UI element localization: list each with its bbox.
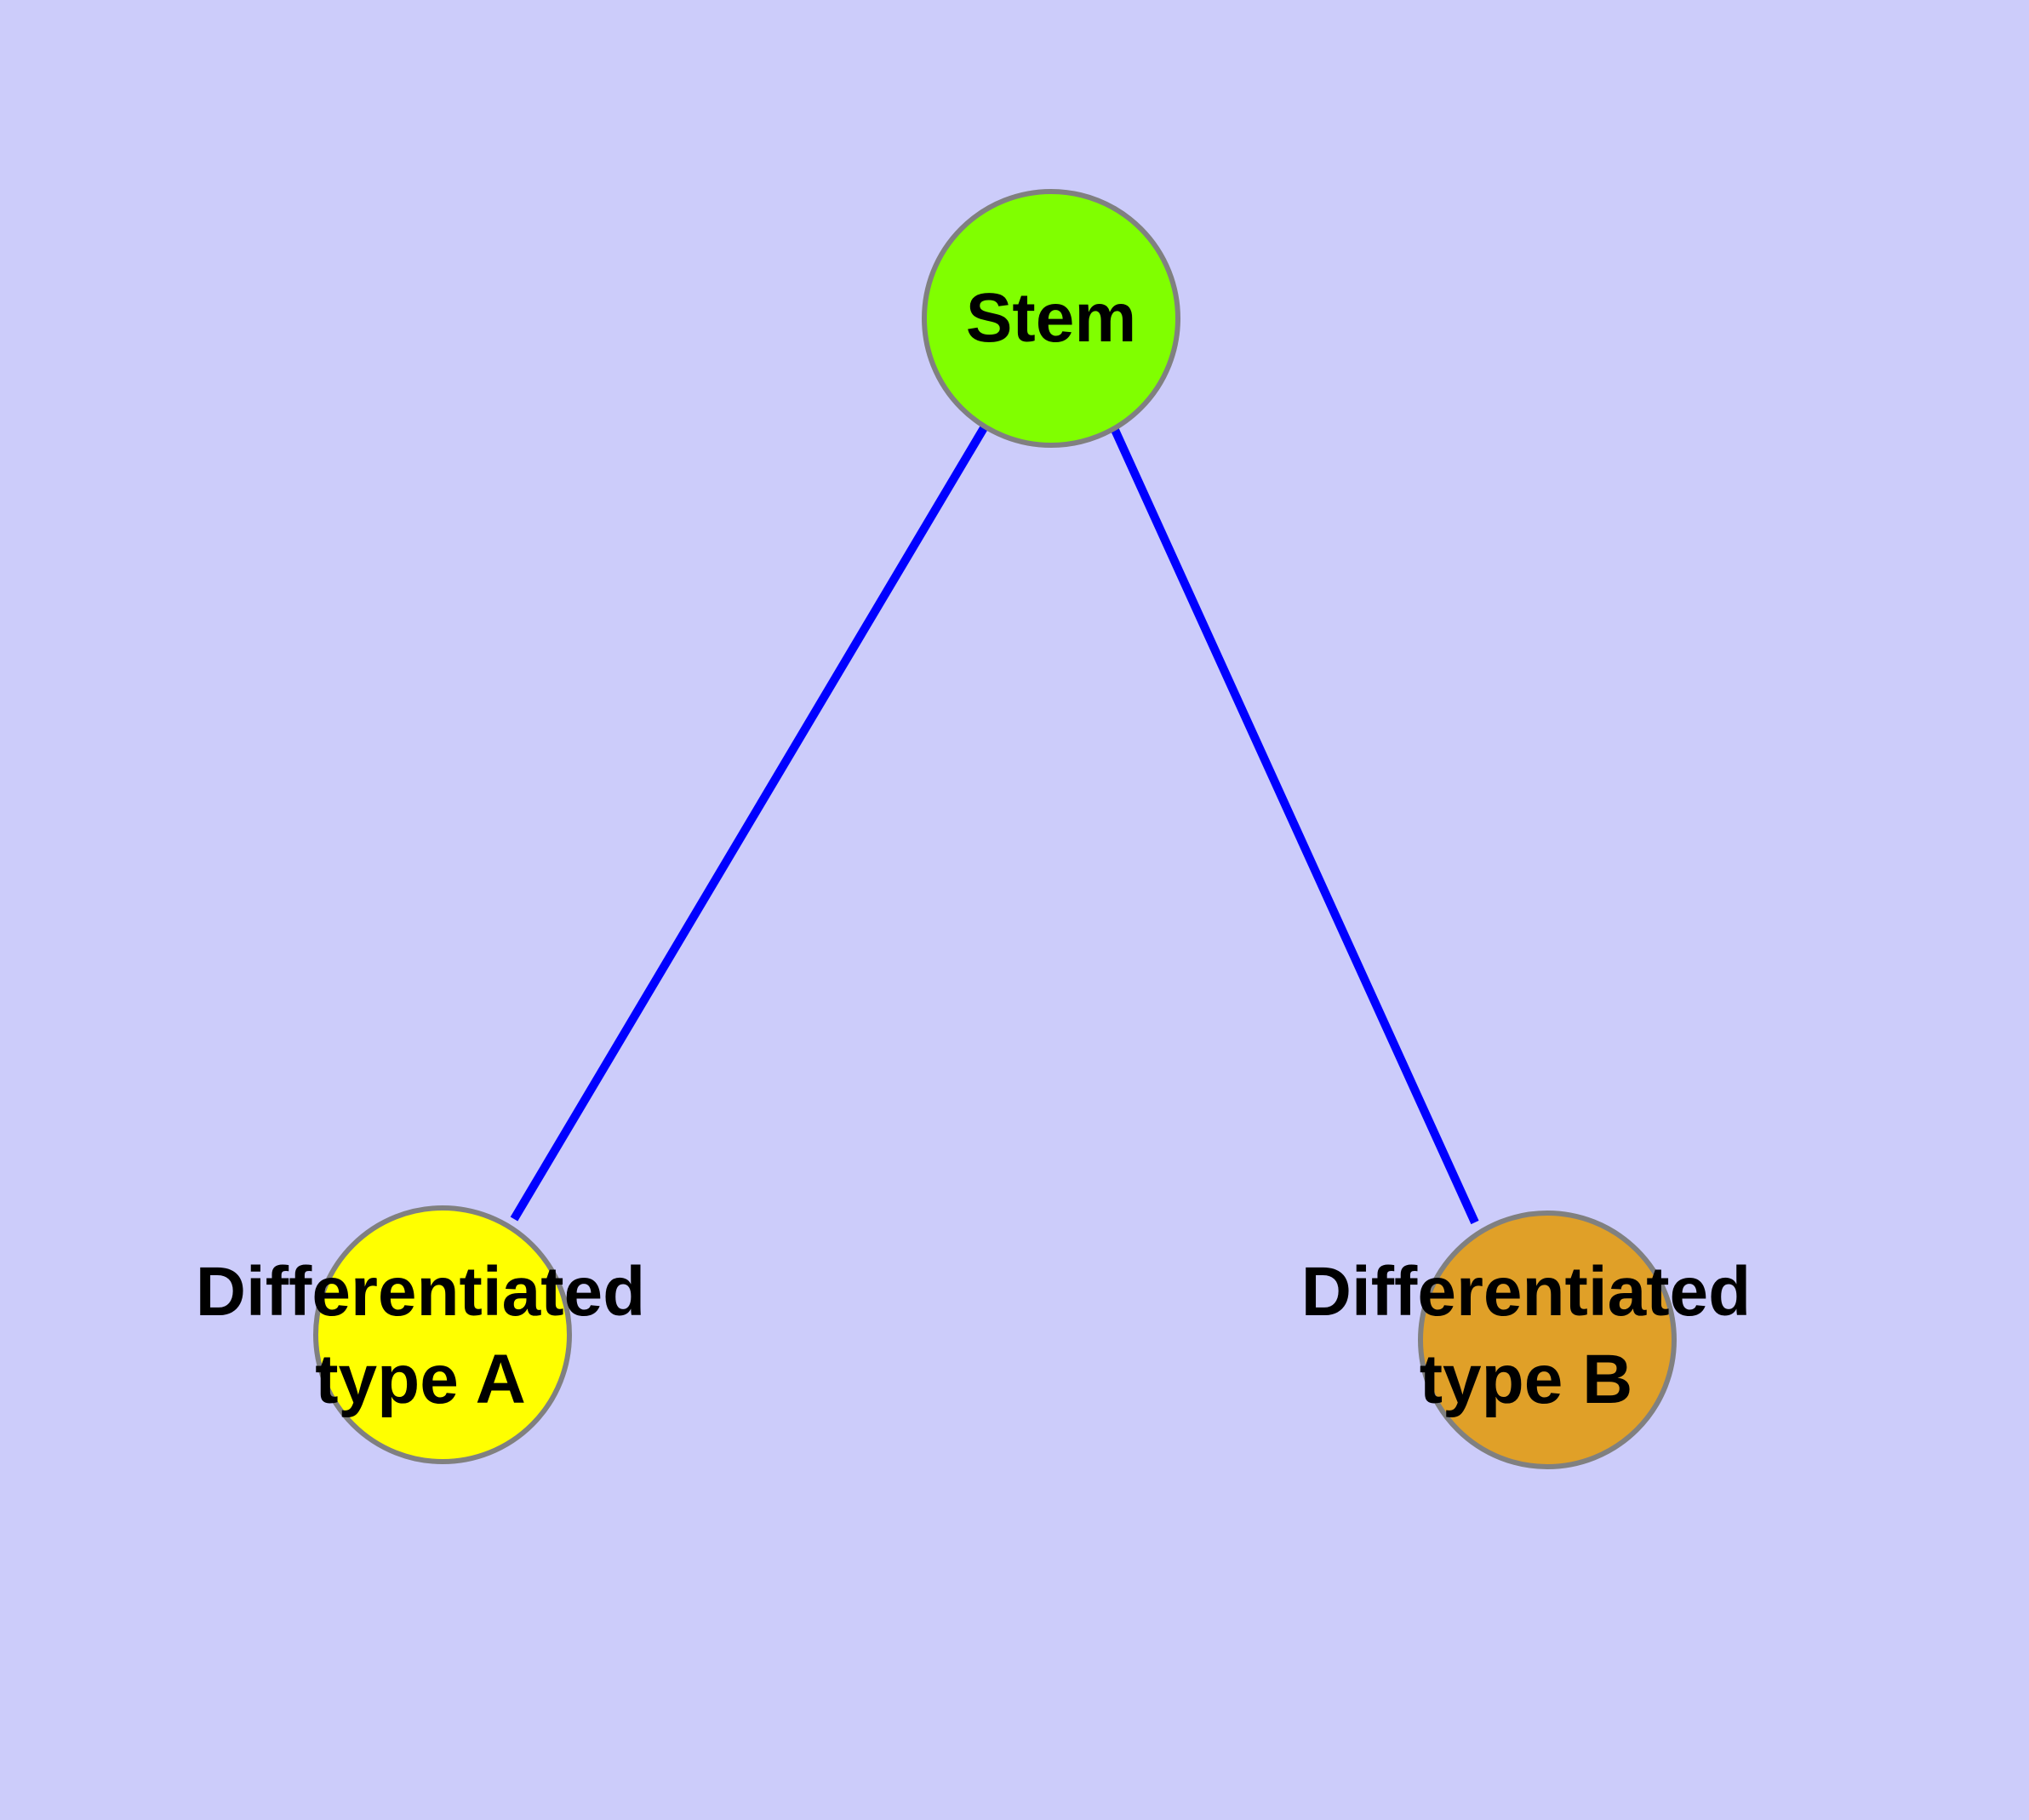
node-differentiated-type-a[interactable]: [313, 1205, 572, 1464]
labels-layer: Stem Differentiated type A Differentiate…: [196, 279, 1752, 1418]
edge-stem-to-differentiated-type-b[interactable]: [1111, 427, 1479, 1225]
node-label-differentiated-type-a-line-2: type A: [315, 1341, 526, 1418]
node-label-differentiated-type-a-line-1: Differentiated: [196, 1253, 646, 1331]
nodes-layer: [313, 189, 1677, 1469]
node-differentiated-type-b[interactable]: [1418, 1210, 1677, 1469]
node-label-differentiated-type-b-line-2: type B: [1420, 1341, 1633, 1418]
edge-stem-to-differentiated-type-a[interactable]: [510, 424, 989, 1222]
node-label-differentiated-type-b-line-1: Differentiated: [1301, 1253, 1752, 1331]
edges-layer: [510, 424, 1479, 1225]
node-label-stem: Stem: [966, 279, 1137, 357]
node-stem[interactable]: [922, 189, 1180, 448]
